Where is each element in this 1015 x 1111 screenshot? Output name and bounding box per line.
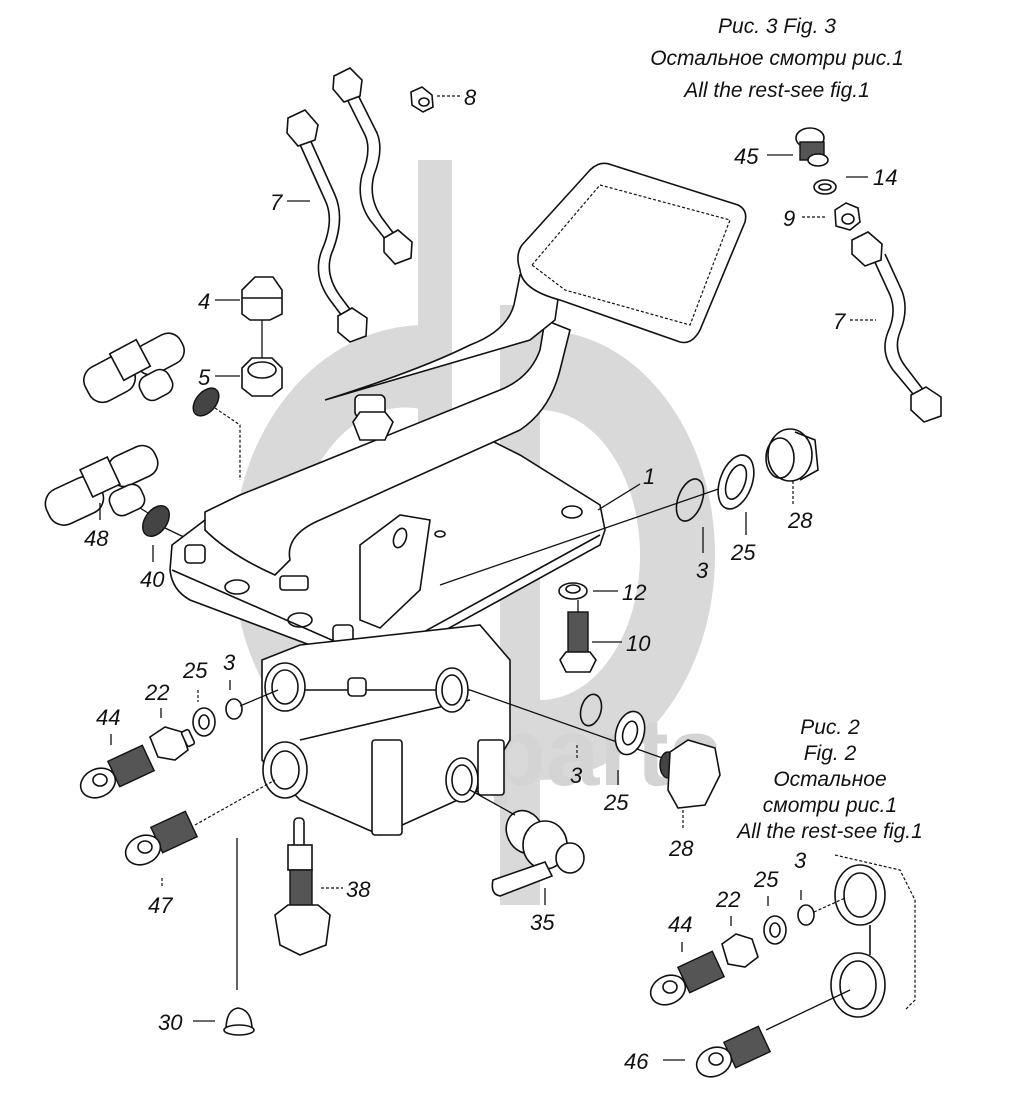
callout-30: 30 [158,1010,183,1035]
nut-5 [241,357,283,397]
hose-connector-46 [695,989,851,1078]
caption-fig2-line5: All the rest-see fig.1 [735,820,923,843]
cap-nut-4 [241,276,283,360]
washer-25-lower [614,710,646,756]
adapter-22-left [149,726,196,761]
callout-28-upper: 28 [787,508,813,533]
callout-44-left: 44 [96,705,120,730]
cross-fitting-48 [44,444,159,526]
caption-fig2-line1: Рис. 2 [800,716,860,739]
washer-25-left [192,707,216,737]
callout-28-lower: 28 [668,836,694,861]
callout-12: 12 [622,580,646,605]
nut-8 [410,86,434,113]
callout-1: 1 [643,464,655,489]
callout-45: 45 [734,144,759,169]
callout-10: 10 [626,631,651,656]
filter-disc-40 [139,505,191,541]
callout-5: 5 [198,365,211,390]
pipe-7-right [851,231,942,423]
callout-38: 38 [346,877,371,902]
callout-48: 48 [84,526,109,551]
caption-fig3: Рис. 3 Fig. 3 Остальное смотри рис.1 All… [650,15,904,102]
washer-25-upper [717,454,755,510]
callout-7-left: 7 [270,190,283,215]
adapter-22-right [721,933,759,968]
washer-25-right [763,915,787,945]
o-ring-3-right [797,897,846,926]
callout-46: 46 [624,1049,649,1074]
bolt-10 [559,600,597,673]
caption-fig3-line3: All the rest-see fig.1 [682,79,870,102]
callout-3-right: 3 [794,848,807,873]
drain-valve-35 [469,789,585,897]
callout-44-right: 44 [668,912,692,937]
callout-22-right: 22 [715,887,740,912]
caption-fig2: Рис. 2 Fig. 2 Остальное смотри рис.1 All… [735,716,923,843]
callout-4: 4 [198,289,210,314]
washer-14 [813,179,837,195]
hose-connector-44-right [649,950,726,1006]
switch-38 [274,817,331,956]
washer-12 [558,582,588,600]
connector-45 [795,127,829,167]
caption-fig2-line3: Остальное [773,768,886,791]
o-ring-3-upper [439,478,731,586]
hose-connector-44-left [79,744,156,799]
callout-35: 35 [530,910,555,935]
callout-25-right: 25 [753,867,779,892]
callout-8: 8 [464,85,477,110]
hose-connector-47 [124,779,276,866]
callout-3-left: 3 [223,650,236,675]
callout-25-lower: 25 [603,790,629,815]
plug-28-lower [659,739,721,830]
callout-40: 40 [140,567,165,592]
brake-valve-body-1 [169,162,747,836]
callout-14: 14 [873,165,897,190]
plug-28-upper [765,428,819,482]
caption-fig3-line2: Остальное смотри рис.1 [650,47,904,70]
fig2-valve-fragment [830,854,916,1018]
callout-3-upper: 3 [696,558,709,583]
callouts: 8 7 4 5 48 40 1 3 25 28 12 10 45 [84,85,897,1074]
callout-22-left: 22 [144,680,169,705]
pipe-7-middle [332,67,413,265]
caption-fig3-line1: Рис. 3 Fig. 3 [718,15,836,38]
caption-fig2-line2: Fig. 2 [804,742,857,765]
filter-disc-upper [192,387,241,480]
callout-3-lower: 3 [570,763,583,788]
caption-fig2-line4: смотри рис.1 [763,794,897,817]
o-ring-3-left [225,698,243,720]
callout-25-upper: 25 [730,540,756,565]
callout-7-right: 7 [833,309,846,334]
callout-9: 9 [783,206,795,231]
callout-25-left: 25 [182,658,208,683]
callout-47: 47 [148,893,173,918]
cap-30 [223,1007,255,1036]
nut-9 [834,202,861,231]
pipe-7-left [286,109,368,343]
cross-fitting-upper [83,332,185,404]
